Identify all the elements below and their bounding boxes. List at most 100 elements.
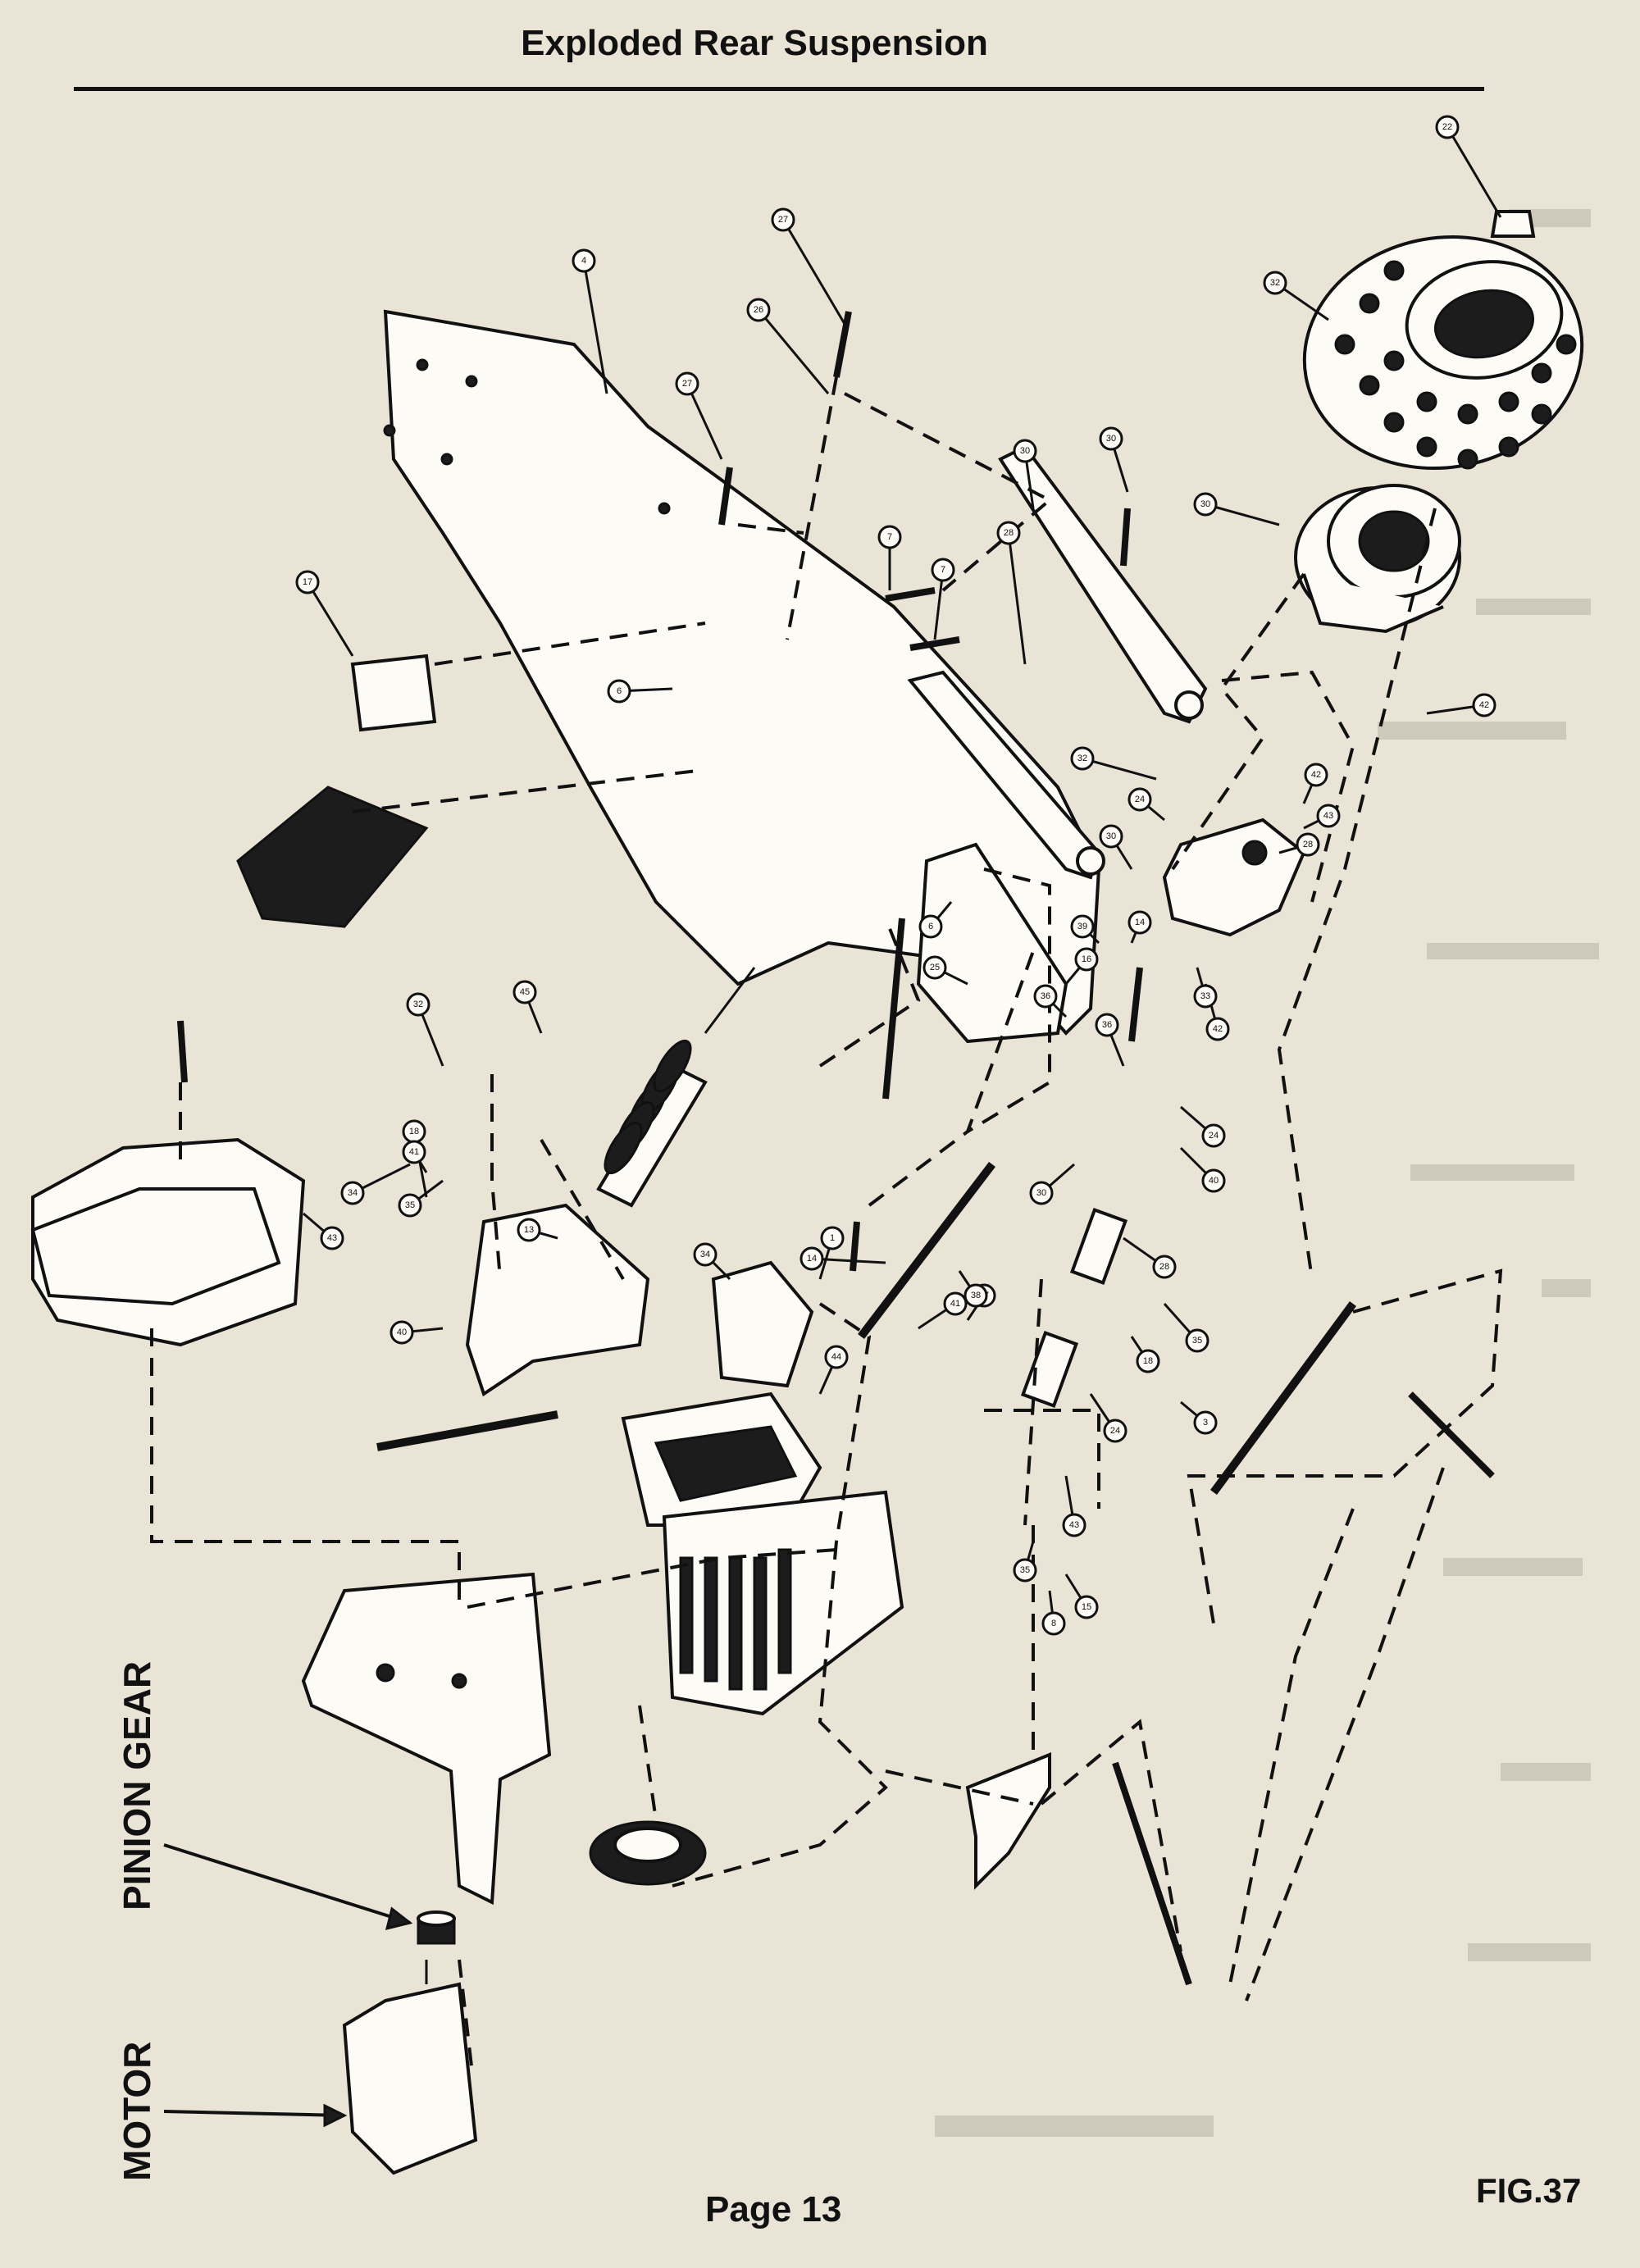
svg-text:35: 35 [405, 1200, 415, 1210]
svg-text:44: 44 [831, 1352, 841, 1362]
svg-text:41: 41 [950, 1299, 960, 1309]
rear-wheel [1296, 485, 1460, 631]
svg-text:6: 6 [617, 686, 622, 696]
callout-18: 18 [1132, 1337, 1159, 1372]
callout-41: 41 [918, 1293, 966, 1328]
svg-text:42: 42 [1213, 1024, 1223, 1034]
callout-35: 35 [1164, 1304, 1208, 1351]
svg-text:18: 18 [409, 1127, 419, 1136]
spur-gear [590, 1822, 705, 1884]
svg-text:36: 36 [1102, 1020, 1112, 1030]
callout-34: 34 [695, 1244, 730, 1279]
callout-8: 8 [1043, 1591, 1064, 1634]
lower-axle [1410, 1394, 1492, 1476]
callout-26: 26 [748, 299, 828, 394]
svg-text:28: 28 [1303, 840, 1313, 849]
svg-text:22: 22 [1442, 122, 1452, 132]
callout-30: 30 [1195, 494, 1279, 525]
svg-text:30: 30 [1036, 1188, 1046, 1198]
svg-text:33: 33 [1200, 991, 1210, 1001]
callout-32: 32 [408, 994, 443, 1066]
svg-text:14: 14 [807, 1254, 817, 1264]
lower-mount-block [968, 1755, 1050, 1886]
callout-42: 42 [1304, 764, 1327, 804]
callout-44: 44 [820, 1346, 847, 1394]
svg-text:3: 3 [1203, 1418, 1208, 1428]
svg-text:35: 35 [1020, 1565, 1030, 1575]
callout-43: 43 [1304, 805, 1339, 828]
callout-28: 28 [998, 522, 1025, 664]
callout-15: 15 [1066, 1574, 1097, 1618]
callout-40: 40 [1181, 1148, 1224, 1191]
rear-axle [377, 1414, 558, 1447]
motor [344, 1960, 476, 2173]
callout-45: 45 [514, 981, 541, 1033]
svg-text:30: 30 [1200, 499, 1210, 509]
vertical-rod [1115, 1763, 1189, 1984]
callout-22: 22 [1437, 116, 1501, 217]
motor-mount-plate [303, 1574, 549, 1902]
svg-text:24: 24 [1110, 1426, 1120, 1436]
rear-tire [1286, 216, 1600, 490]
svg-text:40: 40 [397, 1328, 407, 1337]
callout-34: 34 [342, 1164, 410, 1204]
svg-text:16: 16 [1082, 954, 1091, 964]
svg-text:18: 18 [1143, 1356, 1153, 1366]
callout-27: 27 [772, 209, 845, 324]
svg-text:34: 34 [700, 1250, 710, 1259]
uprights [1023, 1210, 1126, 1406]
callout-14: 14 [1129, 912, 1150, 943]
suspension-mount-bracket [467, 1205, 648, 1394]
gear-cover [33, 1140, 303, 1345]
page-number: Page 13 [705, 2189, 841, 2230]
svg-text:35: 35 [1192, 1336, 1202, 1346]
svg-text:30: 30 [1106, 831, 1116, 841]
battery-bracket [238, 656, 435, 927]
callout-28: 28 [1123, 1238, 1175, 1277]
svg-text:43: 43 [1069, 1520, 1079, 1530]
callout-32: 32 [1264, 272, 1328, 320]
svg-text:4: 4 [581, 256, 586, 266]
svg-text:27: 27 [682, 379, 692, 389]
svg-text:28: 28 [1159, 1262, 1169, 1272]
callout-36: 36 [1096, 1014, 1123, 1066]
svg-text:42: 42 [1311, 770, 1321, 780]
shock-absorber [599, 968, 754, 1205]
svg-text:45: 45 [520, 987, 530, 997]
callout-30: 30 [1100, 428, 1128, 492]
svg-text:26: 26 [754, 305, 763, 315]
callout-42: 42 [1427, 695, 1495, 716]
svg-text:28: 28 [1004, 528, 1014, 538]
callout-32: 32 [1072, 748, 1156, 779]
svg-text:38: 38 [971, 1291, 981, 1300]
svg-text:8: 8 [1051, 1619, 1056, 1628]
svg-text:6: 6 [928, 922, 933, 931]
callout-35: 35 [1014, 1542, 1036, 1581]
svg-text:27: 27 [778, 215, 788, 225]
svg-text:7: 7 [887, 532, 892, 542]
hub-carrier [1164, 820, 1304, 935]
pinion-gear [418, 1912, 454, 1943]
svg-text:30: 30 [1020, 446, 1030, 456]
svg-text:13: 13 [524, 1225, 534, 1235]
callout-7: 7 [879, 526, 900, 590]
svg-text:43: 43 [327, 1233, 337, 1243]
svg-text:43: 43 [1323, 811, 1333, 821]
callout-40: 40 [391, 1322, 443, 1343]
callout-14: 14 [801, 1248, 886, 1269]
svg-text:40: 40 [1209, 1176, 1219, 1186]
svg-text:30: 30 [1106, 434, 1116, 444]
svg-text:42: 42 [1479, 700, 1489, 710]
pinion-arrow [164, 1845, 410, 1929]
callout-35: 35 [399, 1181, 443, 1216]
motor-arrow [164, 2106, 344, 2125]
rear-link-rod [1214, 1304, 1353, 1492]
svg-text:1: 1 [830, 1233, 835, 1243]
gearbox-housing [623, 1263, 902, 1714]
svg-text:24: 24 [1209, 1131, 1219, 1141]
callout-30: 30 [1031, 1164, 1074, 1204]
callout-41: 41 [403, 1141, 426, 1173]
callout-3: 3 [1181, 1402, 1216, 1433]
callout-24: 24 [1181, 1107, 1224, 1146]
callout-43: 43 [1064, 1476, 1085, 1536]
